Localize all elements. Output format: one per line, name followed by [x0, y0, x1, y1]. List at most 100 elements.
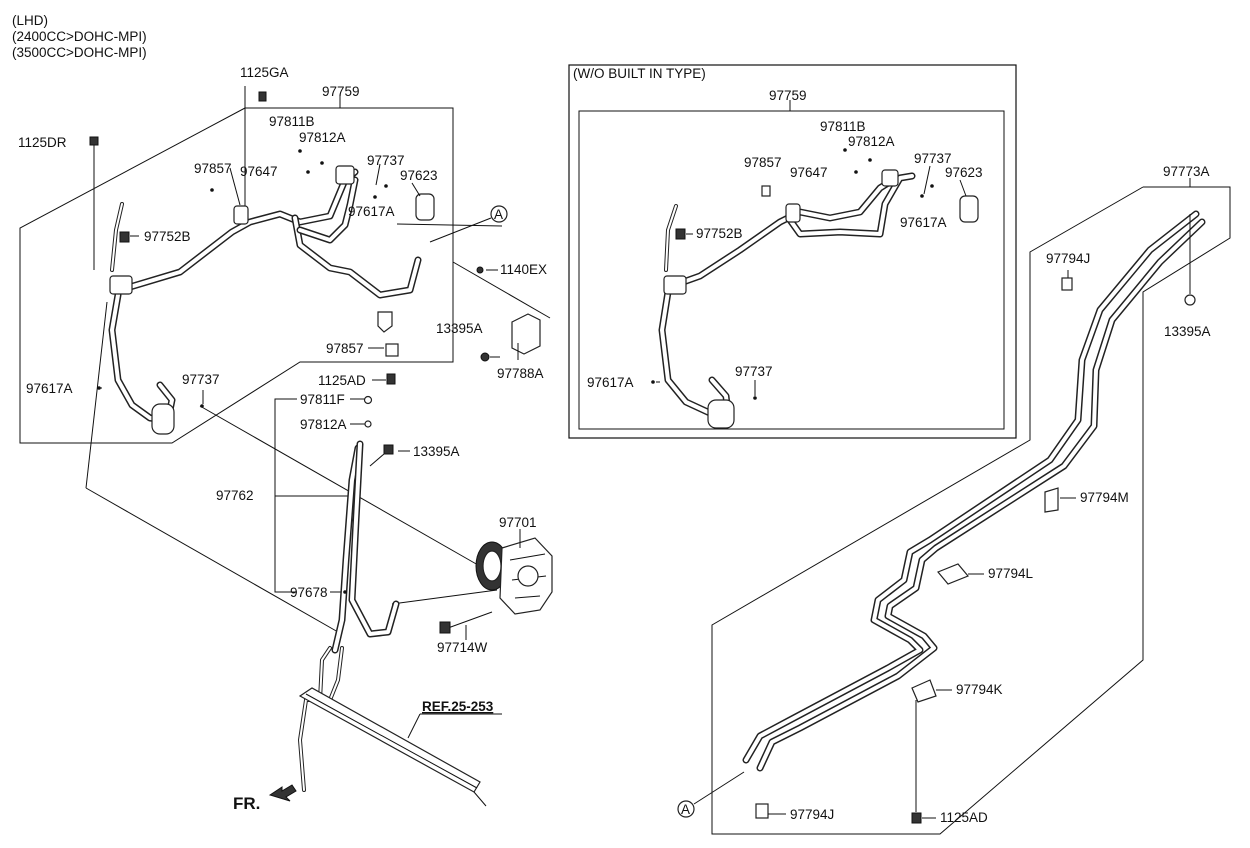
- label-1125AD-right: 1125AD: [940, 810, 988, 825]
- label-97737-b: 97737: [182, 372, 220, 387]
- nut-13395A-b: [383, 444, 394, 455]
- label-13395A-b: 13395A: [413, 444, 460, 459]
- nut-13395A-right: [1184, 294, 1196, 306]
- bolt-1125DR: [89, 136, 99, 150]
- inset-receiver-drier: [959, 195, 979, 223]
- label-97794L: 97794L: [988, 566, 1034, 581]
- inset-label-97759: 97759: [769, 88, 807, 103]
- inset-label-97752B: 97752B: [696, 226, 743, 241]
- inset-inner-frame: [578, 110, 1005, 430]
- oring-97812A: [364, 420, 372, 428]
- condenser-section: REF.25-253 FR.: [233, 646, 502, 813]
- clip-97794K: [911, 679, 937, 703]
- label-97647: 97647: [240, 164, 278, 179]
- compressor-97701: [475, 537, 553, 615]
- label-97714W: 97714W: [437, 640, 488, 655]
- label-1140EX: 1140EX: [500, 262, 547, 277]
- clip-97794M: [1044, 487, 1059, 513]
- label-97623: 97623: [400, 168, 438, 183]
- clip-97794L: [937, 563, 969, 585]
- front-arrow-icon: [268, 784, 297, 802]
- main-assembly: 1125GA 97759 1125DR 97811B 97812A 97857 …: [18, 65, 551, 633]
- label-97811F: 97811F: [300, 392, 345, 407]
- inset-label-97811B: 97811B: [820, 119, 866, 134]
- frame-line-a-top: [396, 223, 503, 227]
- label-97788A: 97788A: [497, 366, 544, 381]
- bolt-97752B: [119, 231, 130, 243]
- reference-circle-a-right-label: A: [681, 802, 690, 817]
- label-97857-b: 97857: [326, 341, 364, 356]
- clip-97794J-top: [1061, 277, 1073, 291]
- sensor-97788A: [511, 313, 541, 355]
- inset-label-97737-a: 97737: [914, 151, 952, 166]
- label-1125DR: 1125DR: [18, 135, 67, 150]
- label-97812A-b: 97812A: [300, 417, 347, 432]
- bolt-1125AD: [386, 373, 396, 385]
- inset-wo-built-in: (W/O BUILT IN TYPE) 97759 97811B 97812A: [568, 64, 1017, 439]
- label-97617A-top: 97617A: [348, 204, 395, 219]
- inset-label-97617A-left: 97617A: [587, 375, 634, 390]
- inset-title: (W/O BUILT IN TYPE): [573, 66, 706, 81]
- label-97773A: 97773A: [1163, 164, 1210, 179]
- label-97678: 97678: [290, 585, 328, 600]
- receiver-drier-97623: [415, 193, 435, 221]
- nut-1140EX: [476, 266, 484, 274]
- header-notes: (LHD) (2400CC>DOHC-MPI) (3500CC>DOHC-MPI…: [12, 13, 147, 60]
- label-13395A-right: 13395A: [1164, 324, 1211, 339]
- bolt-1125AD-right: [911, 812, 922, 824]
- label-97752B: 97752B: [144, 229, 191, 244]
- label-13395A-a: 13395A: [436, 321, 483, 336]
- hose-end-97737: [151, 403, 175, 435]
- label-97794M: 97794M: [1080, 490, 1129, 505]
- inset-label-97857: 97857: [744, 155, 782, 170]
- label-1125AD: 1125AD: [318, 373, 366, 388]
- inset-label-97812A: 97812A: [848, 134, 895, 149]
- nut-97811F: [363, 395, 373, 405]
- underbody-piping: 97773A 97794J 13395A 97794M 97794L 97794…: [677, 164, 1231, 835]
- fitting-block-left: [109, 275, 133, 295]
- pipe-left-loop: [108, 291, 176, 424]
- label-97737-a: 97737: [367, 153, 405, 168]
- label-97857-a: 97857: [194, 161, 232, 176]
- nut-13395A-a: [480, 352, 490, 362]
- group-frame-97759: [19, 107, 454, 444]
- inset-bolt-97752B: [675, 228, 686, 240]
- header-2400cc: (2400CC>DOHC-MPI): [12, 29, 147, 44]
- label-97794J-bottom: 97794J: [790, 807, 834, 822]
- inset-label-97617A-top: 97617A: [900, 215, 947, 230]
- label-97762: 97762: [216, 488, 254, 503]
- front-indicator: FR.: [233, 794, 260, 813]
- condenser-pipe: [297, 646, 332, 792]
- clip-97794J-bottom: [755, 803, 769, 819]
- inset-frame: [568, 64, 1017, 439]
- header-lhd: (LHD): [12, 13, 48, 28]
- label-1125GA: 1125GA: [240, 65, 289, 80]
- inset-pipe-loop: [658, 288, 732, 418]
- reference-circle-a-main: [490, 205, 508, 223]
- label-97759: 97759: [322, 84, 360, 99]
- label-97794K: 97794K: [956, 682, 1003, 697]
- frame-line-d: [391, 589, 498, 605]
- label-97617A-left: 97617A: [26, 381, 73, 396]
- label-97812A: 97812A: [299, 130, 346, 145]
- frame-line-sensor: [452, 261, 551, 319]
- frame-line-a: [85, 301, 108, 489]
- label-97811B: 97811B: [269, 114, 315, 129]
- bracket-97857: [385, 343, 399, 357]
- bolt-1125GA: [258, 91, 267, 102]
- reference-circle-a-right: [677, 800, 695, 818]
- reference-circle-a-main-label: A: [494, 207, 503, 222]
- frame-line-c: [199, 405, 479, 566]
- inset-label-97737-b: 97737: [735, 364, 773, 379]
- bolt-97714W: [439, 611, 493, 634]
- ref-25-253: REF.25-253: [422, 699, 494, 714]
- fitting-block-97857: [233, 205, 249, 225]
- compressor-section: 97811F 97812A 13395A 97762 97701 97678 9…: [216, 392, 553, 655]
- label-97794J-top: 97794J: [1046, 251, 1090, 266]
- fitting-block-top: [335, 165, 355, 185]
- group-frame-97773A: [711, 186, 1231, 835]
- clip-mid: [377, 311, 393, 333]
- frame-line-b: [85, 487, 339, 633]
- header-3500cc: (3500CC>DOHC-MPI): [12, 45, 147, 60]
